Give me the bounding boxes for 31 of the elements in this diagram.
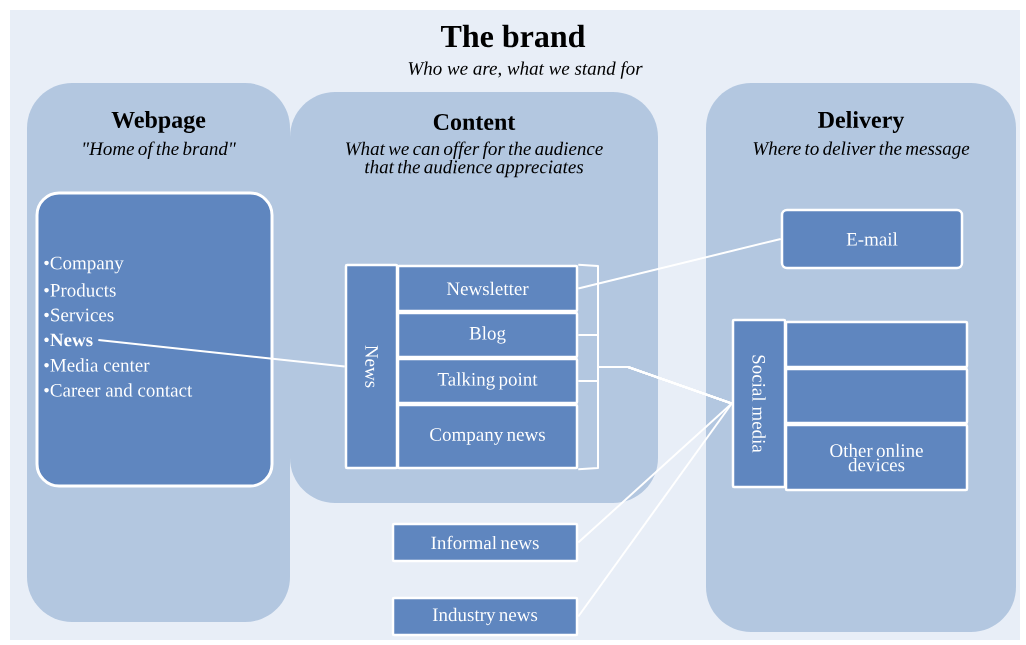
list-item: •Services	[44, 308, 114, 322]
panel-heading: Content	[433, 113, 516, 131]
list-item: •Media center	[44, 358, 150, 372]
list-item: •Company	[44, 256, 124, 274]
box-label: Other online devices	[830, 443, 923, 472]
panel-subtitle: What we can offer for the audience that the audience appreciates	[346, 141, 603, 178]
panel-subtitle: Where to deliver the message	[753, 141, 970, 159]
panel-heading: Webpage	[111, 111, 206, 133]
box-label: Industry news	[432, 607, 538, 626]
box-label: Informal news	[431, 535, 539, 550]
list-item: •News	[44, 333, 93, 347]
subtitle: Who we are, what we stand for	[408, 61, 643, 79]
panel-subtitle: "Home of the brand"	[83, 141, 236, 159]
title: The brand	[441, 24, 586, 48]
box-label: Talking point	[437, 372, 538, 390]
connector-line	[577, 238, 782, 290]
list-item: •Career and contact	[44, 383, 193, 397]
connector-line	[577, 402, 733, 544]
box-label: Company news	[430, 428, 545, 445]
box-label: Blog	[469, 326, 506, 344]
bar-label: Social media	[752, 355, 766, 453]
connector-line	[577, 366, 733, 471]
panel-heading: Delivery	[818, 111, 905, 133]
item-box	[784, 320, 969, 369]
connector-line	[577, 402, 733, 618]
connector-line	[97, 339, 346, 368]
box-label: Newsletter	[446, 281, 529, 296]
bar-label: News	[365, 345, 378, 388]
list-item: •Products	[44, 283, 116, 297]
box-label: E-mail	[846, 232, 898, 246]
item-box	[784, 367, 969, 425]
